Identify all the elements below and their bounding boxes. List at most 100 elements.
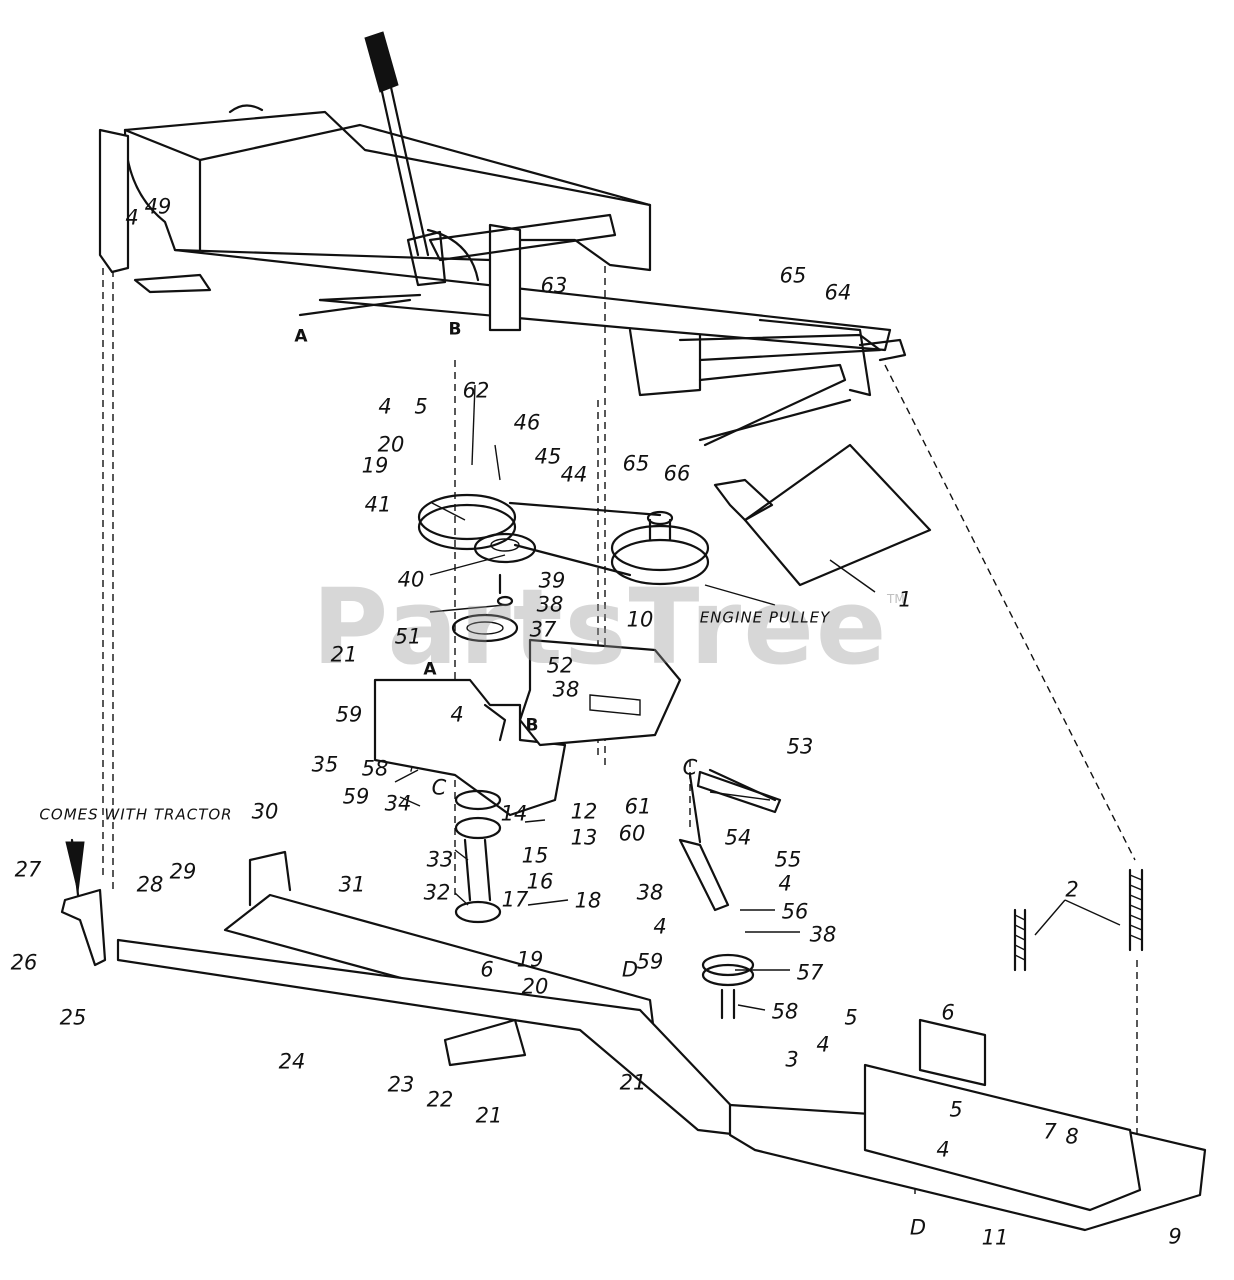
part-label: 35 [311, 752, 339, 777]
ref-letter-b: B [525, 715, 539, 736]
part-label: 61 [624, 794, 652, 819]
part-label: 14 [500, 801, 528, 826]
part-label: 9 [1168, 1224, 1182, 1249]
part-label: 4 [936, 1137, 950, 1162]
ref-letter-c: C [682, 755, 698, 780]
part-label: 32 [423, 880, 451, 905]
part-label: 23 [387, 1072, 415, 1097]
part-label: 39 [538, 568, 566, 593]
ref-letter-a: A [423, 659, 437, 680]
part-label: 25 [59, 1005, 87, 1030]
pulley-assembly [417, 493, 710, 643]
part-label: 8 [1065, 1124, 1079, 1149]
part-label: 10 [626, 607, 654, 632]
part-label: 38 [636, 880, 664, 905]
part-label: 15 [521, 843, 549, 868]
center-bracket [373, 638, 682, 817]
part-label: 53 [786, 734, 814, 759]
part-label: 1 [898, 587, 912, 612]
part-label: 66 [663, 461, 691, 486]
part-label: 5 [844, 1005, 858, 1030]
leader-lines [394, 384, 876, 1011]
part-label: 28 [136, 872, 164, 897]
ref-letter-c: C [431, 775, 447, 800]
part-label: 4 [653, 914, 667, 939]
part-label: 62 [462, 378, 490, 403]
ref-letter-d: D [909, 1215, 927, 1240]
part-label: 5 [949, 1097, 963, 1122]
part-label: 4 [378, 394, 392, 419]
bracket-26 [60, 838, 107, 967]
part-label: 31 [338, 872, 366, 897]
part-label: 4 [816, 1032, 830, 1057]
part-label: 13 [570, 825, 598, 850]
part-label: 6 [480, 957, 494, 982]
lower-rails [116, 850, 1207, 1232]
part-label: 60 [618, 821, 646, 846]
part-label: 20 [377, 432, 405, 457]
part-label: 54 [724, 825, 752, 850]
part-label: 55 [774, 847, 802, 872]
part-label: 7 [1043, 1119, 1057, 1144]
tractor-frame [98, 104, 907, 447]
part-label: 12 [570, 799, 598, 824]
part-label: 63 [540, 273, 568, 298]
part-label: 38 [809, 922, 837, 947]
part-label: 38 [552, 677, 580, 702]
part-label: 19 [516, 947, 544, 972]
part-label: 56 [781, 899, 809, 924]
part-label: 21 [619, 1070, 647, 1095]
part-label: 11 [981, 1225, 1009, 1250]
part-label: 44 [560, 462, 588, 487]
part-label: 37 [529, 617, 557, 642]
part-label: 65 [622, 451, 650, 476]
part-label: 64 [824, 280, 852, 305]
trademark-mark: TM [887, 592, 905, 606]
springs [708, 768, 1144, 972]
part-label: 29 [169, 859, 197, 884]
part-label: 46 [513, 410, 541, 435]
part-label: 24 [278, 1049, 306, 1074]
part-label: 4 [450, 702, 464, 727]
part-label: 40 [397, 567, 425, 592]
part-label: 52 [546, 653, 574, 678]
part-label: 26 [10, 950, 38, 975]
part-label: 65 [779, 263, 807, 288]
part-label: 20 [521, 974, 549, 999]
part-label: 38 [536, 592, 564, 617]
ref-letter-b: B [448, 319, 462, 340]
part-label: 49 [144, 194, 172, 219]
callout-comes-with-tractor: COMES WITH TRACTOR [39, 805, 233, 824]
part-label: 34 [384, 791, 412, 816]
part-label: 57 [796, 960, 824, 985]
belt-guard [713, 443, 932, 587]
ref-letter-d: D [621, 957, 639, 982]
part-label: 30 [251, 799, 279, 824]
part-label: 58 [771, 999, 799, 1024]
part-label: 41 [364, 492, 392, 517]
part-label: 51 [394, 624, 422, 649]
part-label: 19 [361, 453, 389, 478]
part-label: 27 [14, 857, 42, 882]
part-label: 2 [1065, 877, 1079, 902]
part-label: 22 [426, 1087, 454, 1112]
part-label: 17 [501, 887, 529, 912]
part-label: 59 [342, 784, 370, 809]
part-label: 45 [534, 444, 562, 469]
part-label: 6 [941, 1000, 955, 1025]
part-label: 33 [426, 847, 454, 872]
part-label: 21 [330, 642, 358, 667]
lift-lever [364, 31, 480, 287]
callout-engine-pulley: ENGINE PULLEY [699, 608, 831, 627]
part-label: 59 [636, 949, 664, 974]
watermark: PartsTree [312, 566, 889, 688]
part-label: 59 [335, 702, 363, 727]
part-label: 4 [125, 205, 139, 230]
part-label: 3 [785, 1047, 799, 1072]
part-label: 58 [361, 756, 389, 781]
part-label: 16 [526, 869, 554, 894]
part-label: 5 [414, 394, 428, 419]
ref-letter-a: A [294, 326, 308, 347]
